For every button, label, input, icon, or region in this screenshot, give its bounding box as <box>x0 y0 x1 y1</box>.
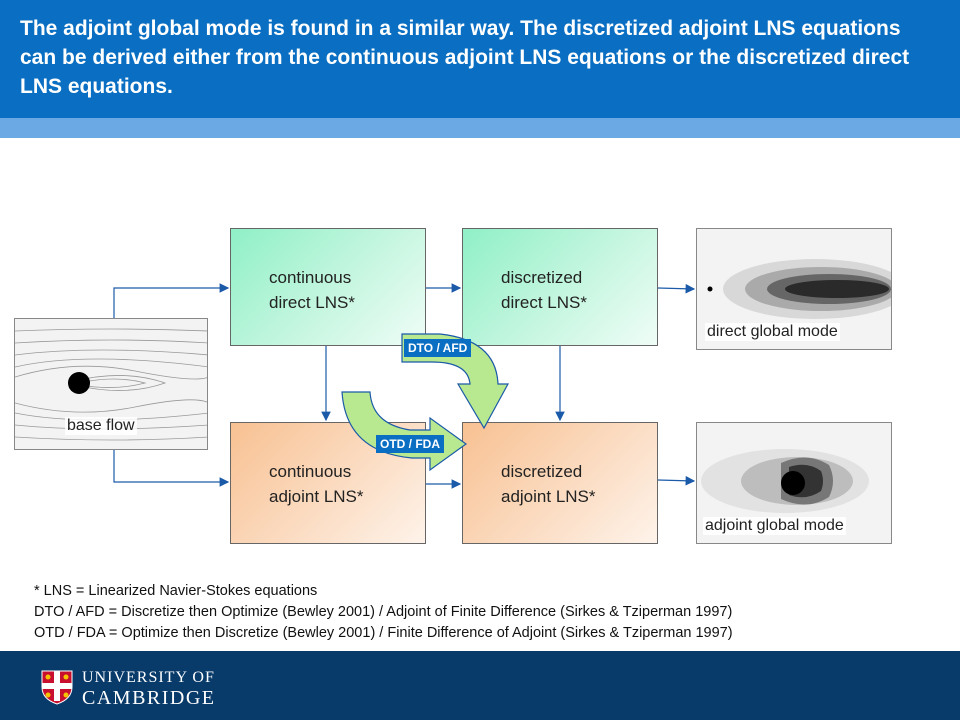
discretized-direct-box: discretized direct LNS* <box>462 228 658 346</box>
adjoint-global-mode-plot: adjoint global mode <box>696 422 892 544</box>
arrow-baseflow-to-adjoint <box>113 450 230 487</box>
footnotes: * LNS = Linearized Navier-Stokes equatio… <box>34 581 733 644</box>
otd-fda-label: OTD / FDA <box>376 435 444 453</box>
direct-global-mode-label: direct global mode <box>705 323 840 341</box>
otd-fda-curved-arrow <box>341 391 468 472</box>
university-logo-text: UNIVERSITY OF CAMBRIDGE <box>82 668 216 708</box>
header-strip <box>0 118 960 138</box>
arrow-disc-direct-to-direct-mode <box>657 283 696 294</box>
discretized-adjoint-line1: discretized <box>501 462 583 481</box>
direct-global-mode-plot: direct global mode <box>696 228 892 350</box>
adjoint-global-mode-image <box>701 449 869 513</box>
discretized-adjoint-line2: adjoint LNS* <box>501 487 596 506</box>
continuous-adjoint-line1: continuous <box>269 462 352 481</box>
base-flow-label: base flow <box>65 417 137 435</box>
slide-footer <box>0 651 960 720</box>
logo-line1: UNIVERSITY OF <box>82 669 215 686</box>
footnote-lns: * LNS = Linearized Navier-Stokes equatio… <box>34 583 318 599</box>
cambridge-crest-icon <box>41 670 73 705</box>
dto-afd-label: DTO / AFD <box>404 339 472 357</box>
discretized-direct-line2: direct LNS* <box>501 293 587 312</box>
continuous-adjoint-line2: adjoint LNS* <box>269 487 364 506</box>
continuous-direct-line2: direct LNS* <box>269 293 355 312</box>
continuous-direct-line1: continuous <box>269 268 352 287</box>
base-flow-image <box>15 328 207 441</box>
base-flow-plot: base flow <box>14 318 208 450</box>
footnote-otd: OTD / FDA = Optimize then Discretize (Be… <box>34 625 733 641</box>
arrow-disc-adjoint-to-adjoint-mode <box>657 475 696 486</box>
discretized-adjoint-box: discretized adjoint LNS* <box>462 422 658 544</box>
discretized-direct-line1: discretized <box>501 268 583 287</box>
footnote-dto: DTO / AFD = Discretize then Optimize (Be… <box>34 604 733 620</box>
slide-header <box>0 0 960 118</box>
adjoint-global-mode-label: adjoint global mode <box>703 517 846 535</box>
arrow-baseflow-to-direct <box>113 283 230 318</box>
slide-title: The adjoint global mode is found in a si… <box>20 17 910 98</box>
direct-global-mode-image <box>707 259 891 319</box>
continuous-direct-box: continuous direct LNS* <box>230 228 426 346</box>
logo-line2: CAMBRIDGE <box>82 687 216 709</box>
